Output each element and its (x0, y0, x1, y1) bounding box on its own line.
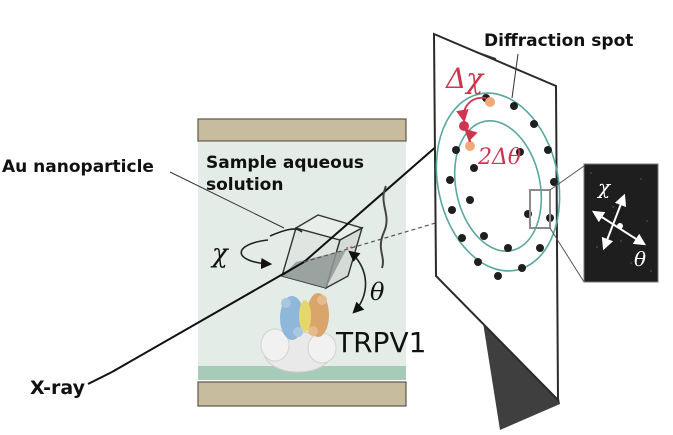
label-sample-line2: solution (206, 175, 283, 195)
spot-orange-2 (465, 141, 475, 151)
label-xray: X-ray (30, 377, 86, 399)
theta-angle-line (345, 245, 357, 249)
trpv1-protein (260, 293, 337, 373)
spot-highlight-box (529, 189, 551, 229)
label-au-nanoparticle: Au nanoparticle (2, 157, 154, 177)
scatter-wave (379, 185, 388, 269)
xray-incident-beam (111, 261, 305, 373)
chi-rotation-arrow (240, 239, 273, 270)
cell-bottom-plate (197, 381, 407, 407)
label-diffraction-spot: Diffraction spot (484, 31, 633, 51)
diffraction-spots (446, 94, 558, 280)
leader-xray (87, 371, 113, 385)
inset-image (583, 163, 659, 283)
leader-diffraction (511, 53, 519, 99)
spot-red (459, 121, 469, 131)
cell-bottom-band (198, 366, 406, 380)
inset-symbol-chi: χ (596, 175, 612, 199)
spot-orange-1 (485, 97, 495, 107)
two-delta-theta-arrow (464, 128, 478, 143)
leader-au (169, 171, 285, 229)
symbol-theta: θ (370, 278, 385, 306)
label-sample-line1: Sample aqueous (206, 153, 364, 173)
inset-symbol-theta: θ (634, 247, 646, 271)
label-trpv1: TRPV1 (335, 326, 426, 359)
theta-rotation-arrow (348, 250, 367, 314)
inset-theta-arrow (591, 210, 647, 246)
symbol-chi: χ (210, 239, 230, 269)
delta-chi-arrow (456, 96, 487, 123)
ring-outer (435, 92, 561, 272)
ring-inner (453, 120, 543, 252)
cell-top-plate (197, 118, 407, 142)
symbol-delta-chi: Δχ (445, 62, 485, 95)
symbol-two-delta-theta: 2Δθ (477, 145, 521, 170)
direct-beam-dashed (303, 197, 521, 263)
detector-plane (432, 32, 561, 430)
